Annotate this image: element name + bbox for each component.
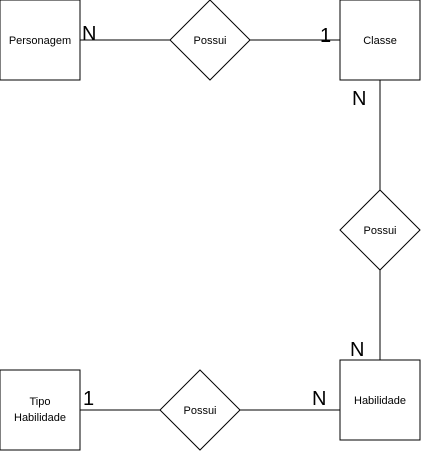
relationship-possui-bottom[interactable]: Possui xyxy=(159,369,241,451)
relationship-possui-bottom-label: Possui xyxy=(183,405,216,417)
entity-classe-label: Classe xyxy=(363,35,397,47)
relationship-possui-top[interactable]: Possui xyxy=(169,0,251,81)
relationship-possui-top-label: Possui xyxy=(193,35,226,47)
relationship-possui-right[interactable]: Possui xyxy=(339,189,421,271)
cardinality-tipo-habilidade: 1 xyxy=(83,388,94,410)
entity-personagem-box xyxy=(0,0,81,81)
entity-habilidade[interactable]: Habilidade xyxy=(339,359,421,441)
entity-tipo-habilidade-box xyxy=(0,369,81,451)
entity-classe-box xyxy=(339,0,421,81)
entity-tipo-habilidade-label-line1: Tipo xyxy=(30,396,51,408)
entity-personagem-label: Personagem xyxy=(9,35,71,47)
cardinality-classe-bottom: N xyxy=(352,88,366,110)
cardinality-personagem: N xyxy=(82,23,96,45)
entity-tipo-habilidade-label-line2: Habilidade xyxy=(14,412,66,424)
relationship-possui-bottom-diamond xyxy=(159,369,241,451)
entity-personagem[interactable]: Personagem xyxy=(0,0,81,81)
relationship-possui-right-diamond xyxy=(339,189,421,271)
cardinality-classe-left: 1 xyxy=(320,25,331,47)
cardinality-habilidade-left: N xyxy=(312,388,326,410)
relationship-possui-right-label: Possui xyxy=(363,225,396,237)
cardinality-habilidade-top: N xyxy=(350,339,364,361)
entity-habilidade-label: Habilidade xyxy=(354,395,406,407)
entity-tipo-habilidade[interactable]: Tipo Habilidade xyxy=(0,369,81,451)
entity-habilidade-box xyxy=(339,359,421,441)
entity-classe[interactable]: Classe xyxy=(339,0,421,81)
relationship-possui-top-diamond xyxy=(169,0,251,81)
